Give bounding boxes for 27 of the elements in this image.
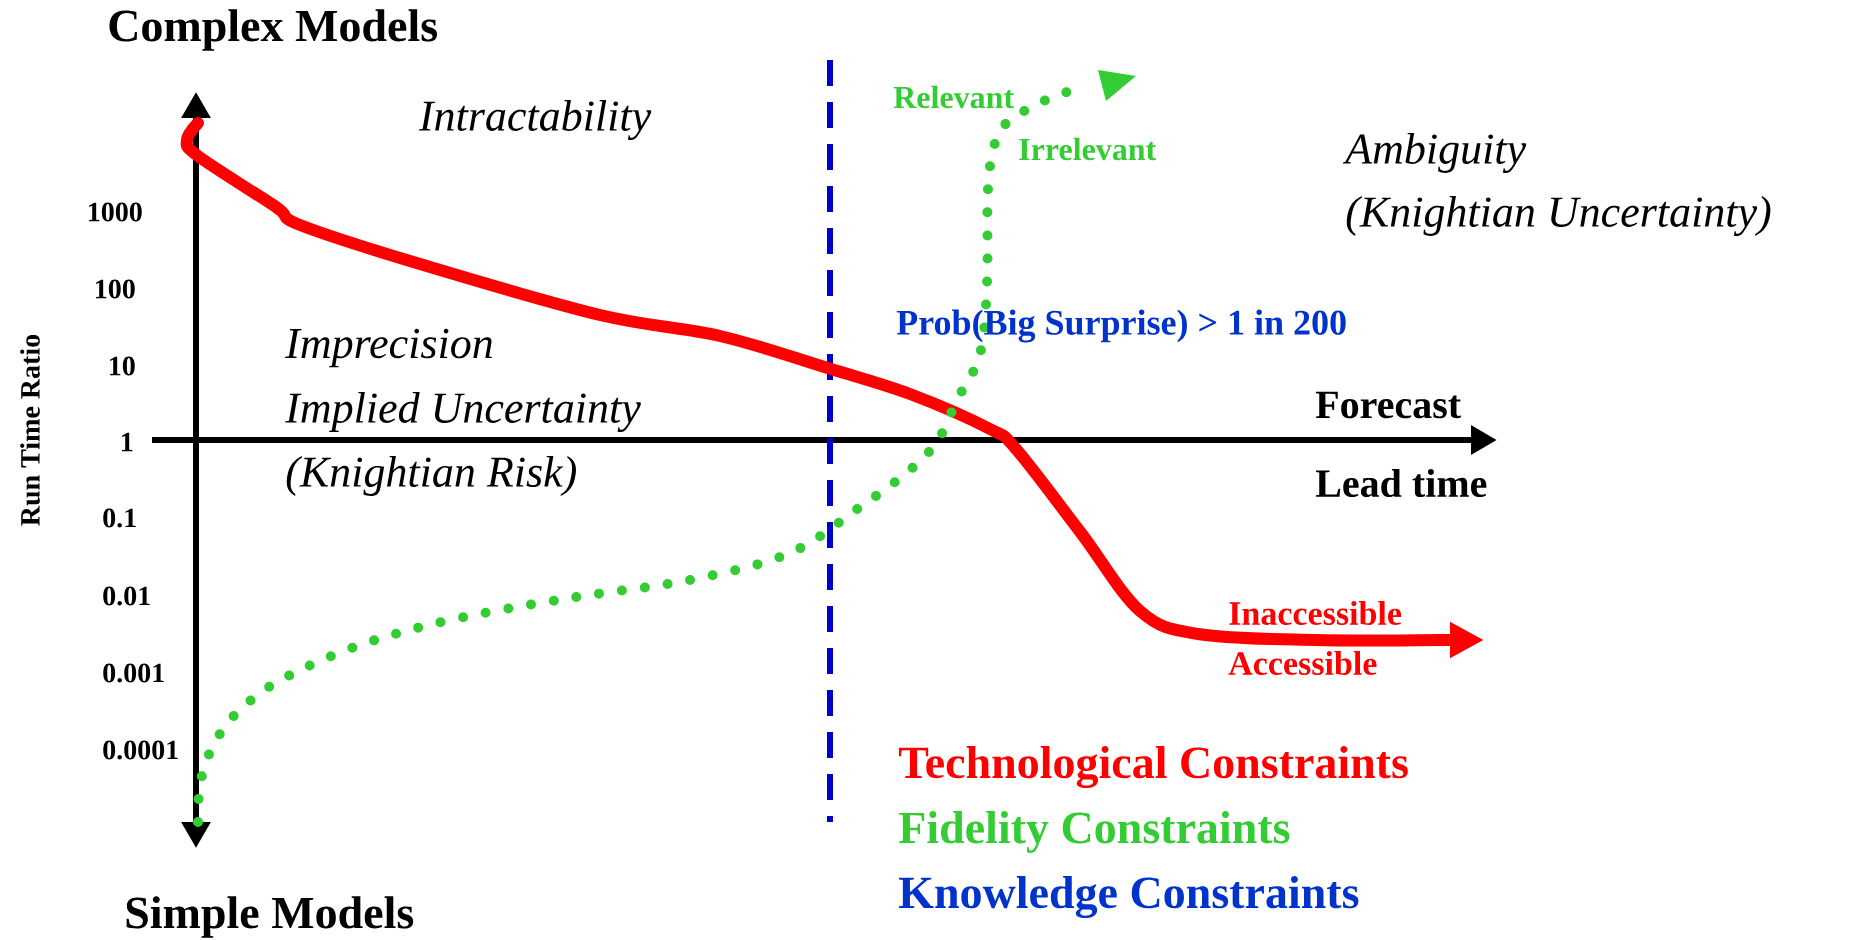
tick-label: 1 [122,432,133,452]
axis-label: Run Time Ratio [20,334,40,526]
constraint-label: Knowledge Constraints [899,876,1359,919]
constraint-label: Fidelity Constraints [899,811,1290,853]
tick-label: 0.1 [103,508,136,528]
curve-label: Inaccessible [1229,601,1402,625]
region-label: Ambiguity [1342,133,1527,173]
tick-label: 0.001 [103,663,164,683]
curve-label: Relevant [893,85,1014,109]
region-label: Intractability [418,100,652,140]
tick-label: 100 [96,279,135,299]
tick-label: 0.0001 [103,740,178,760]
line-label: Prob(Big Surprise) > 1 in 200 [896,309,1346,343]
axis-label: Simple Models [126,896,414,938]
curve-label: Irrelevant [1019,137,1157,161]
tick-label: 1000 [89,202,142,222]
curve-label: Accessible [1228,651,1377,675]
axis-label: Lead time [1315,468,1487,498]
region-label: Imprecision [285,328,492,368]
constraint-label: Technological Constraints [898,746,1408,789]
tick-label: 10 [110,356,135,376]
region-label: (Knightian Risk) [286,456,576,496]
tick-label: 0.01 [103,586,150,606]
axis-label: Forecast [1315,391,1461,419]
region-label: (Knightian Uncertainty) [1346,196,1771,236]
region-label: Implied Uncertainty [285,392,641,432]
axis-label: Complex Models [109,9,437,51]
